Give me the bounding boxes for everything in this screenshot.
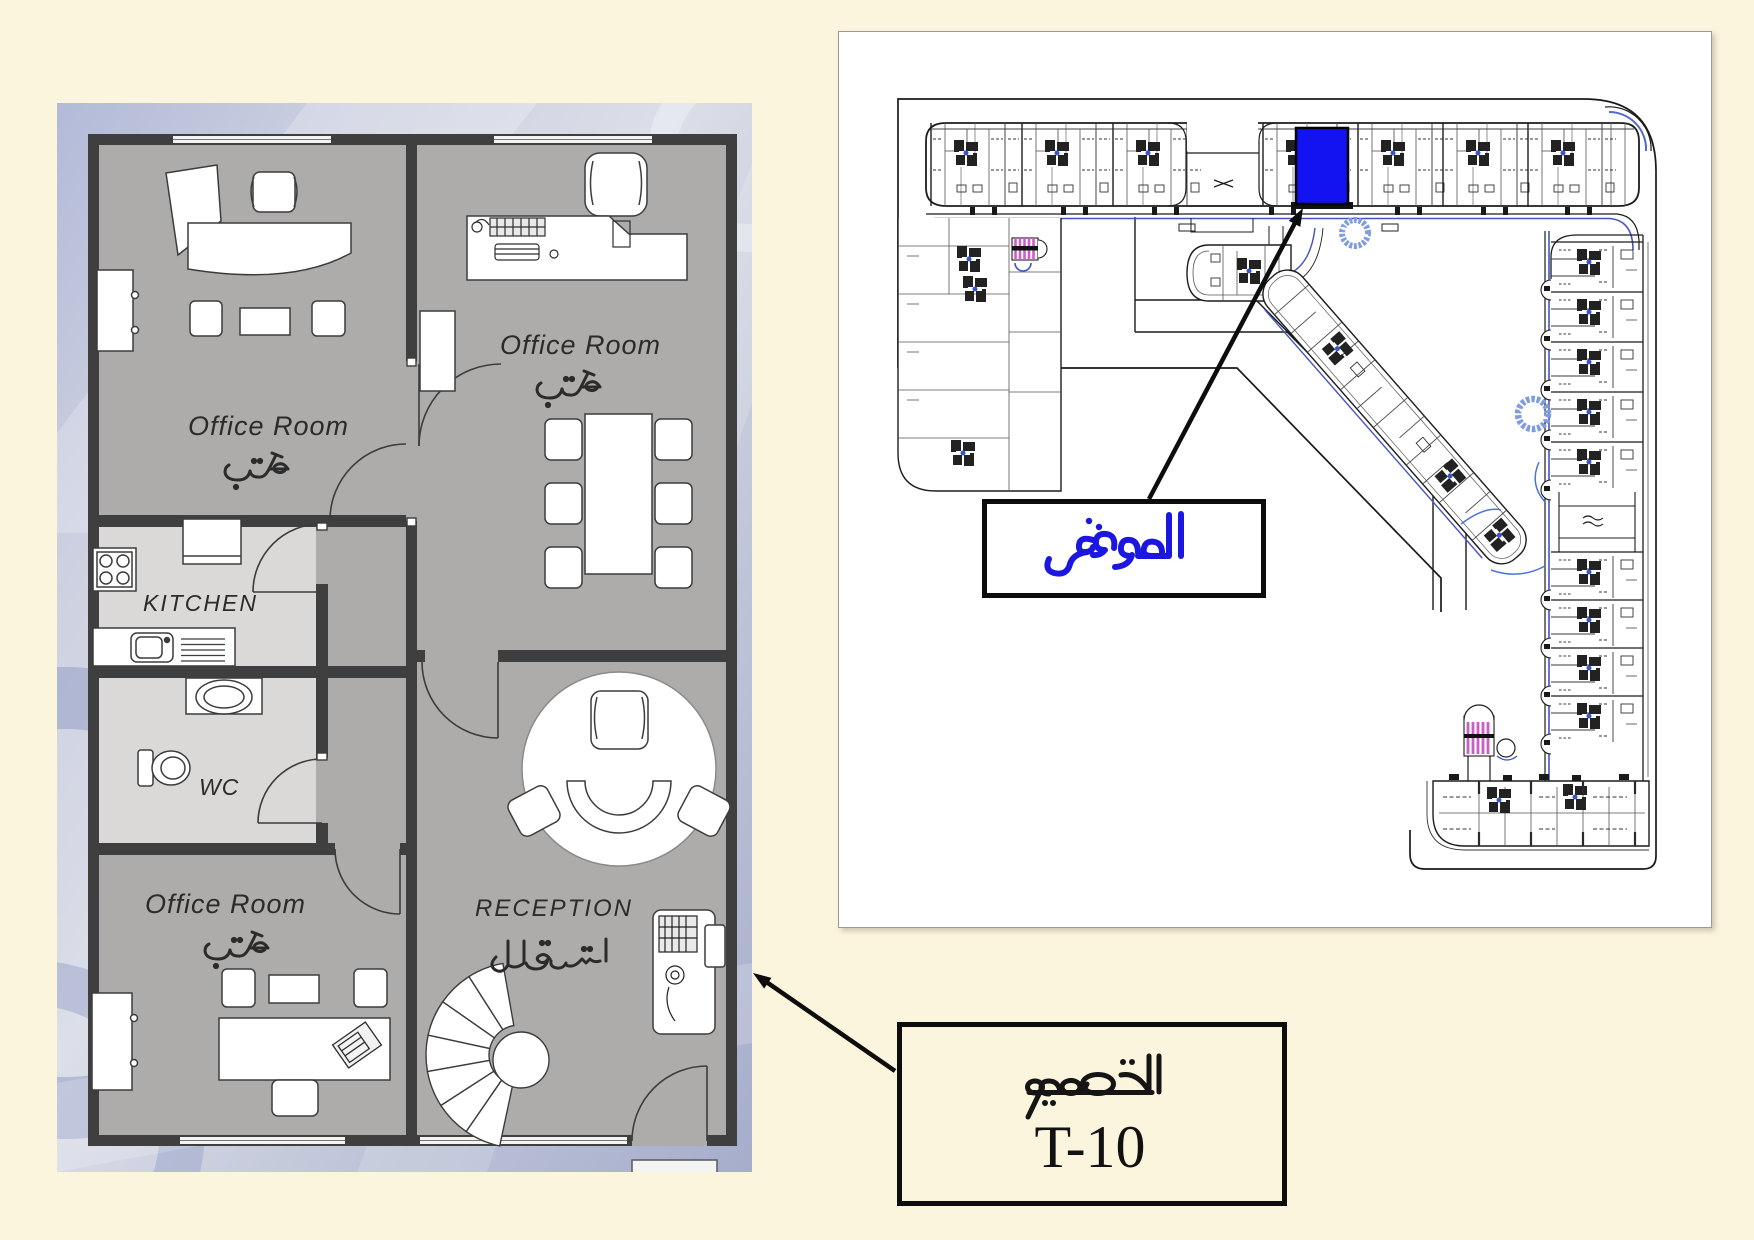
- svg-text:RECEPTION: RECEPTION: [475, 895, 633, 922]
- svg-text:KITCHEN: KITCHEN: [143, 590, 258, 616]
- svg-text:Office Room: Office Room: [188, 411, 349, 441]
- svg-text:T-10: T-10: [1034, 1114, 1145, 1180]
- svg-text:Office Room: Office Room: [145, 889, 306, 919]
- svg-text:WC: WC: [199, 774, 239, 800]
- svg-text:Office Room: Office Room: [500, 330, 661, 360]
